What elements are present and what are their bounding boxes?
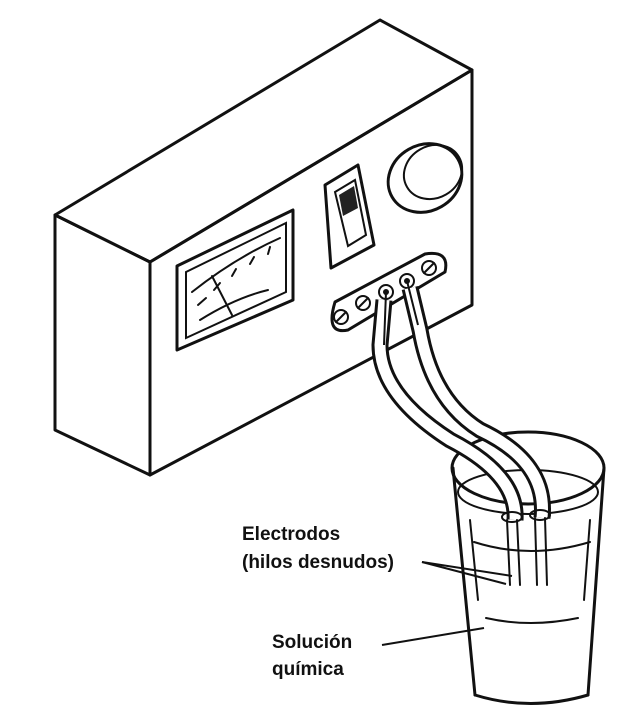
beaker-right-wall xyxy=(586,466,606,697)
label-solution-line2: química xyxy=(272,659,344,680)
beaker-rim xyxy=(450,430,606,506)
box-front-panel xyxy=(148,68,474,477)
terminal-screw xyxy=(333,309,349,325)
leader-electrodes xyxy=(421,561,513,585)
electrode-left xyxy=(501,511,523,586)
label-solution-line1: Solución xyxy=(272,632,353,653)
beaker-bottom xyxy=(473,693,590,705)
terminal-screw xyxy=(421,260,437,276)
solution-line xyxy=(473,541,591,552)
knob-face xyxy=(402,143,464,201)
electrode-right xyxy=(529,509,551,586)
meter-bezel xyxy=(175,208,295,352)
switch-bezel xyxy=(323,163,376,270)
wire-left xyxy=(371,291,524,521)
beaker-left-wall xyxy=(451,466,477,697)
meter-face xyxy=(185,221,287,340)
meter-icon xyxy=(175,208,295,352)
knob-body xyxy=(386,142,464,214)
instrument-box xyxy=(53,18,474,477)
switch-rocker-shade xyxy=(339,186,358,216)
switch-icon xyxy=(323,163,376,270)
meter-needle xyxy=(211,275,233,316)
beaker-icon xyxy=(450,430,606,705)
terminal-strip-plate xyxy=(330,251,448,333)
label-electrodes-line1: Electrodos xyxy=(242,524,341,545)
label-electrodes-line2: (hilos desnudos) xyxy=(242,552,394,573)
leader-solution xyxy=(381,627,485,646)
terminal-screw xyxy=(355,295,371,311)
meter-scale xyxy=(191,237,281,293)
switch-rocker xyxy=(333,178,368,248)
knob-icon xyxy=(386,142,464,214)
wire-right xyxy=(401,280,551,519)
